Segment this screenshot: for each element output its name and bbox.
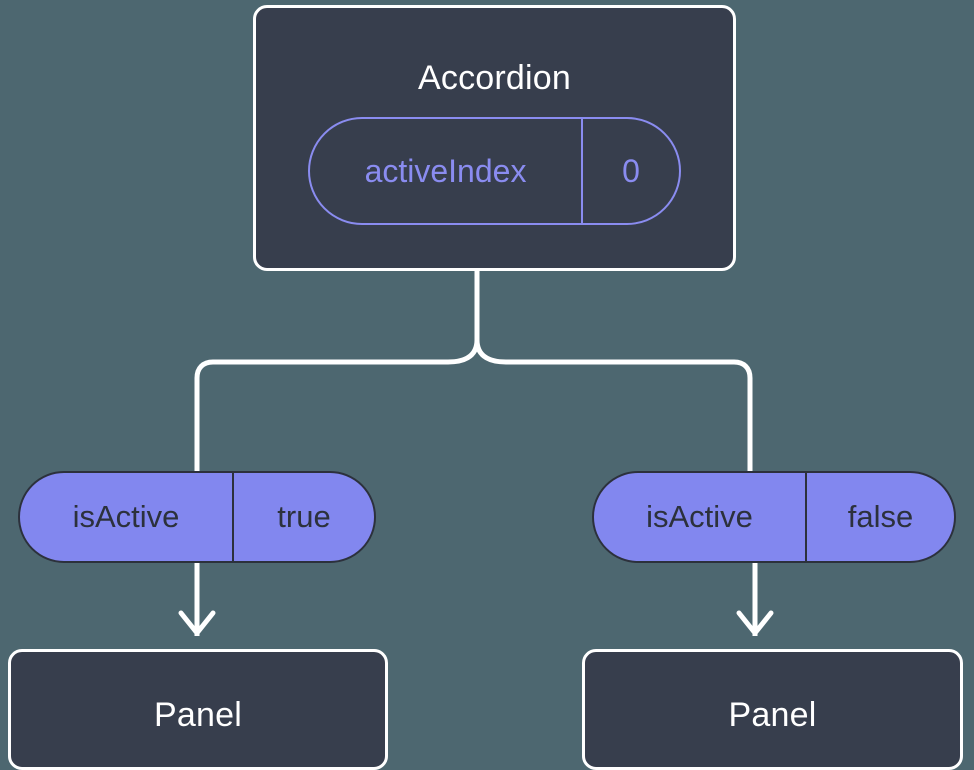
prop-pill-right-value: false bbox=[805, 473, 954, 561]
accordion-state-key: activeIndex bbox=[310, 119, 583, 223]
connector-branch-left bbox=[194, 337, 480, 474]
prop-pill-left-key: isActive bbox=[72, 499, 180, 534]
prop-pill-left: isActive true bbox=[18, 471, 376, 563]
arrow-head-left-icon bbox=[178, 610, 216, 636]
arrow-head-right-icon bbox=[736, 610, 774, 636]
accordion-state-pill: activeIndex 0 bbox=[308, 117, 681, 225]
panel-box-right: Panel bbox=[582, 649, 963, 770]
connector-branch-right bbox=[474, 337, 753, 474]
prop-pill-right: isActive false bbox=[592, 471, 956, 563]
accordion-state-value: 0 bbox=[622, 152, 640, 189]
accordion-title: Accordion bbox=[418, 59, 571, 97]
panel-right-title: Panel bbox=[728, 696, 817, 734]
prop-pill-right-key: isActive bbox=[646, 499, 753, 534]
panel-left-title: Panel bbox=[154, 696, 242, 734]
prop-pill-left-value: true bbox=[232, 473, 374, 561]
panel-box-left: Panel bbox=[8, 649, 388, 770]
